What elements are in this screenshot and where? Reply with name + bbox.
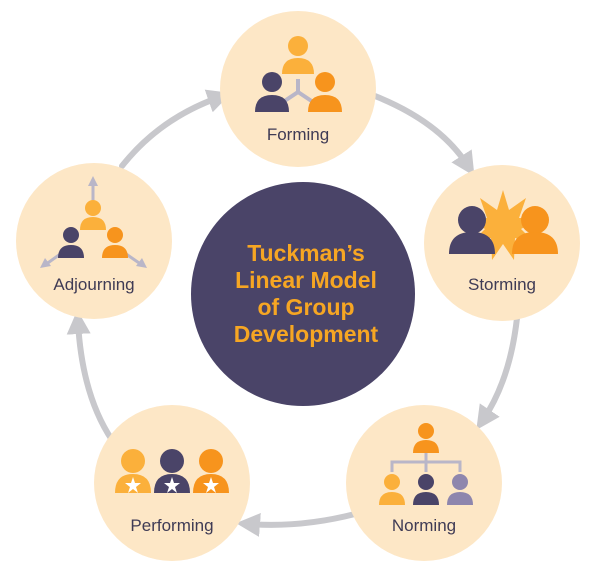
stage-label-norming: Norming <box>391 516 457 535</box>
arrow-storming-to-norming <box>476 315 520 430</box>
arrow-norming-to-performing <box>236 511 358 537</box>
performing-stars-icon <box>115 449 229 493</box>
center-title-line-4: Development <box>233 321 379 347</box>
center-circle <box>191 182 415 406</box>
stage-circle-adjourning <box>16 163 172 319</box>
center-title-line-1: Tuckman’s <box>247 240 365 266</box>
arrow-performing-to-adjourning <box>66 310 115 443</box>
adjourning-diverge-icon <box>40 176 147 268</box>
center-title: Tuckman’s Linear Model of Group Developm… <box>196 214 416 374</box>
cycle-arrows <box>66 89 520 537</box>
storming-conflict-icon <box>449 190 558 260</box>
stage-label-forming: Forming <box>266 125 330 144</box>
center-title-line-3: of Group <box>257 294 355 320</box>
arrow-adjourning-to-forming <box>119 89 232 169</box>
norming-hierarchy-icon <box>379 423 473 505</box>
arrow-forming-to-storming <box>372 93 475 177</box>
center-title-line-2: Linear Model <box>235 267 377 293</box>
stage-label-adjourning: Adjourning <box>53 275 135 294</box>
stage-label-performing: Performing <box>130 516 214 535</box>
stage-label-storming: Storming <box>467 275 537 294</box>
forming-group-icon <box>255 36 342 112</box>
